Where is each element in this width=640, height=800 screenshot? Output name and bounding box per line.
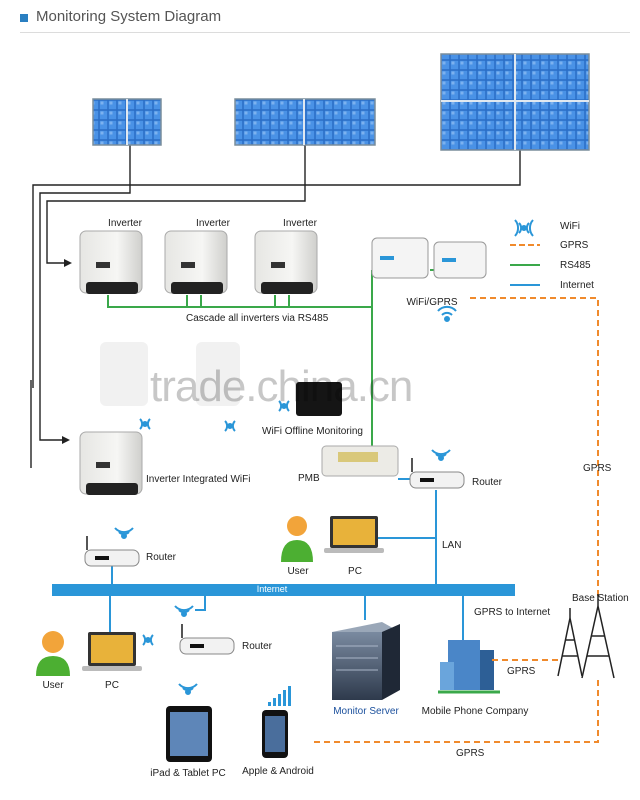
wifi-gprs-module [371, 237, 487, 279]
user-label-1: User [287, 566, 309, 577]
internet-bus [52, 584, 515, 596]
laptop-pc-2 [82, 632, 142, 671]
router-top-label: Router [472, 477, 503, 488]
pmb-label: PMB [298, 473, 320, 484]
apple-android-label: Apple & Android [242, 766, 314, 777]
watermark: trade.china.cn [150, 362, 413, 411]
dc-wires [30, 145, 521, 468]
title-bullet [20, 14, 28, 22]
mobile-company-building [438, 640, 500, 694]
signal-bars-icon [268, 686, 291, 706]
user-avatar-2 [36, 631, 70, 676]
inverter-unit-2 [164, 230, 228, 294]
internet-bus-label: Internet [256, 584, 288, 594]
integrated-wifi-label: Inverter Integrated WiFi [146, 474, 251, 485]
router-left-label: Router [146, 552, 177, 563]
solar-panel-medium [234, 98, 376, 146]
legend-rs485: RS485 [560, 260, 591, 271]
gprs-mid-label: GPRS [507, 666, 536, 677]
smartphone-device [262, 710, 288, 758]
inverter-integrated-wifi [79, 431, 143, 495]
pc-label-2: PC [105, 680, 119, 691]
legend-internet: Internet [560, 280, 594, 291]
offline-monitor-device [296, 382, 342, 416]
wifi-offline-label: WiFi Offline Monitoring [262, 426, 363, 437]
gprs-internet-label: GPRS to Internet [474, 607, 551, 618]
legend-lines [510, 244, 540, 286]
monitor-server-device [332, 622, 400, 700]
router-mid-device [179, 624, 235, 655]
offline-inverters [100, 342, 240, 406]
solar-panel-small [92, 98, 162, 146]
legend-wifi: WiFi [560, 221, 580, 232]
inverter-label-3: Inverter [283, 218, 317, 229]
lan-label: LAN [442, 540, 462, 551]
pmb-device [321, 445, 399, 477]
router-left-device [84, 536, 140, 567]
inverter-unit-1 [79, 230, 143, 294]
wifi-gprs-label: WiFi/GPRS [406, 297, 458, 308]
page-title: Monitoring System Diagram [36, 8, 222, 25]
solar-panel-large [440, 53, 590, 151]
monitor-server-label: Monitor Server [333, 706, 399, 717]
header-bar: Monitoring System Diagram [20, 6, 630, 33]
router-top-device [409, 458, 465, 489]
wifi-icons [114, 219, 534, 695]
gprs-lines [312, 297, 599, 743]
mobile-company-label: Mobile Phone Company [421, 706, 529, 717]
legend-gprs: GPRS [560, 240, 589, 251]
user-label-2: User [42, 680, 64, 691]
inverter-label-1: Inverter [108, 218, 142, 229]
pc-label-1: PC [348, 566, 362, 577]
laptop-pc-1 [324, 516, 384, 553]
dc-arrows [62, 259, 72, 444]
ipad-label: iPad & Tablet PC [150, 768, 226, 779]
base-station-label: Base Station [572, 593, 629, 604]
inverter-label-2: Inverter [196, 218, 230, 229]
base-station-towers [557, 594, 615, 679]
router-mid-label: Router [242, 641, 273, 652]
user-avatar-1 [281, 516, 313, 562]
cascade-label: Cascade all inverters via RS485 [186, 313, 329, 324]
ipad-tablet-device [166, 706, 212, 762]
gprs-right-label: GPRS [583, 463, 612, 474]
inverter-unit-3 [254, 230, 318, 294]
gprs-bottom-label: GPRS [456, 748, 485, 759]
rs485-lines [107, 269, 445, 448]
